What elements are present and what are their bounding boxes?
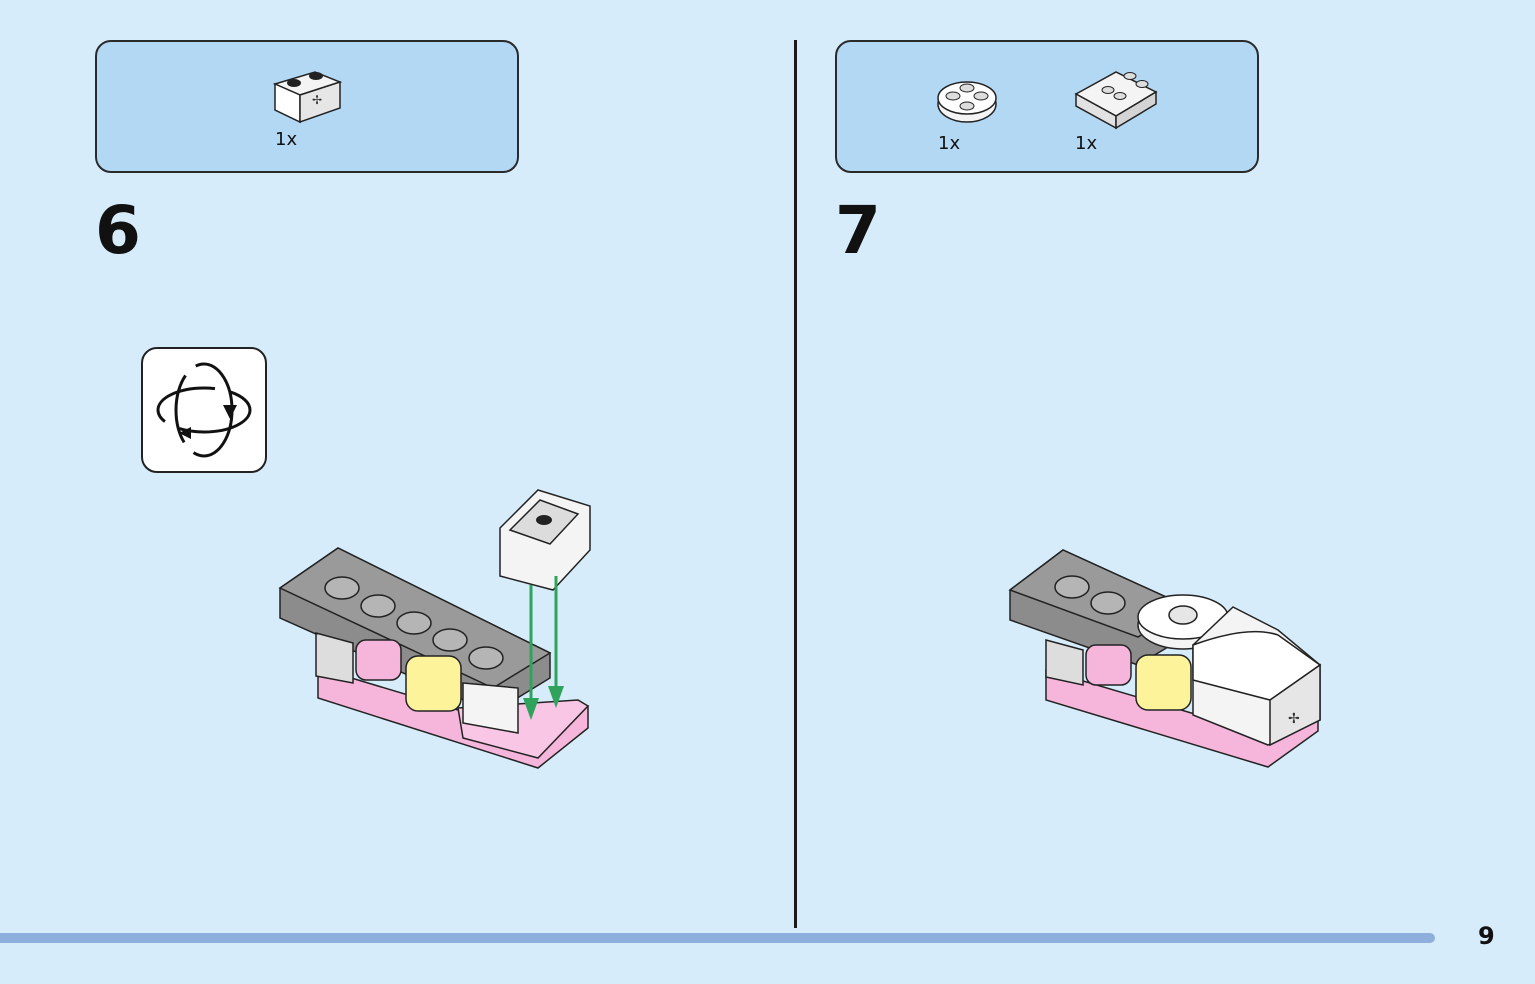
white-round-plate-icon xyxy=(937,81,997,123)
step-divider xyxy=(794,40,797,928)
white-curved-slope-icon xyxy=(1074,71,1158,130)
parts-box-step-7 xyxy=(835,40,1259,173)
part-quantity: 1x xyxy=(938,133,961,154)
model-assembly-step-6 xyxy=(278,489,591,769)
part-quantity: 1x xyxy=(275,129,298,150)
white-brick-icon: ✢ xyxy=(272,71,343,124)
footer-bar xyxy=(0,933,1435,943)
svg-text:✢: ✢ xyxy=(312,93,322,107)
part-quantity: 1x xyxy=(1075,133,1098,154)
model-assembly-step-7: ✢ xyxy=(1008,549,1322,768)
page-number: 9 xyxy=(1478,922,1495,950)
step-number: 6 xyxy=(95,192,141,269)
rotate-model-callout xyxy=(141,347,267,473)
svg-text:✢: ✢ xyxy=(1288,711,1300,727)
step-number: 7 xyxy=(835,192,881,269)
rotate-model-icon xyxy=(156,362,252,458)
